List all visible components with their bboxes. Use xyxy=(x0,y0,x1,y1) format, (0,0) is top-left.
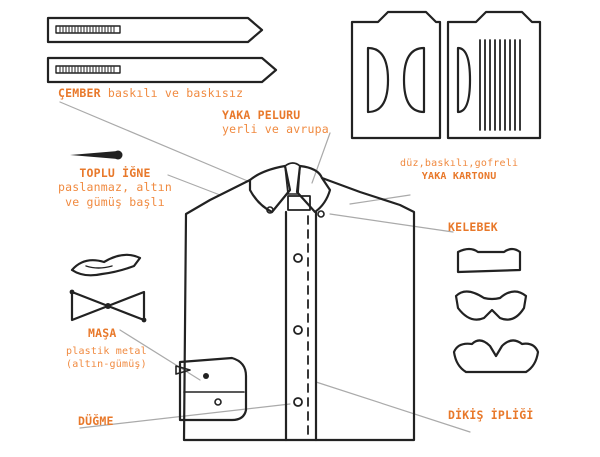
collar-button-right xyxy=(317,210,325,218)
shirt-neckband xyxy=(284,162,301,195)
cuff-button-1 xyxy=(203,373,209,379)
shirt-button-2 xyxy=(293,325,303,335)
toplu-igne-pin xyxy=(70,151,118,159)
pin-head xyxy=(113,150,123,160)
label-yaka-peluru-main: YAKA PELURU xyxy=(222,108,301,122)
label-kelebek: KELEBEK xyxy=(448,220,498,234)
shirt-placket xyxy=(284,210,318,442)
label-cember-main: ÇEMBER xyxy=(58,86,101,100)
label-dikis-ipligi: DİKİŞ İPLİĞİ xyxy=(448,408,533,422)
kelebek-shape-2 xyxy=(454,290,528,321)
label-topluigne-sub2: ve gümüş başlı xyxy=(65,194,165,209)
label-kartonu-main: YAKA KARTONU xyxy=(421,170,497,182)
label-yaka-peluru: YAKA PELURU yerli ve avrupa xyxy=(222,108,329,137)
shirt-collar-left xyxy=(248,164,292,214)
kelebek-shape-1 xyxy=(456,247,522,274)
shirt-button-stand xyxy=(287,195,311,211)
label-cember-sub: baskılı ve baskısız xyxy=(107,86,244,100)
shirt-cuff xyxy=(178,356,248,422)
shirt-collar-right xyxy=(295,164,332,214)
label-yaka-kartonu: düz,baskılı,gofreli YAKA KARTONU xyxy=(400,158,518,183)
label-toplu-igne: TOPLU İĞNE paslanmaz, altın ve gümüş baş… xyxy=(58,166,172,209)
label-dugme: DÜĞME xyxy=(78,414,114,428)
bow-tie xyxy=(69,289,147,323)
label-yaka-peluru-sub: yerli ve avrupa xyxy=(222,122,329,137)
cember-stay-top xyxy=(46,16,264,44)
label-topluigne-sub1: paslanmaz, altın xyxy=(58,180,172,195)
shirt-button-1 xyxy=(293,253,303,263)
label-masa-sub1: plastik metal xyxy=(66,346,147,357)
label-dugme-main: DÜĞME xyxy=(78,414,114,428)
shirt-body xyxy=(182,176,416,442)
yaka-kartonu-right xyxy=(446,10,542,140)
label-kelebek-main: KELEBEK xyxy=(448,220,498,234)
cuff-button-2 xyxy=(214,398,222,406)
label-masa-detail: plastik metal (altın-gümüş) xyxy=(66,346,147,371)
label-masa: MAŞA xyxy=(88,326,117,340)
label-cember: ÇEMBER baskılı ve baskısız xyxy=(58,86,243,100)
label-masa-main: MAŞA xyxy=(88,326,117,340)
label-topluigne-main: TOPLU İĞNE xyxy=(79,166,151,180)
yaka-kartonu-left xyxy=(350,10,442,140)
masa-clip xyxy=(70,253,142,277)
cember-stay-bottom xyxy=(46,56,278,84)
leader-lines xyxy=(59,101,471,433)
kelebek-collars xyxy=(452,247,540,374)
collar-button-left xyxy=(266,206,274,214)
shirt-button-3 xyxy=(293,397,303,407)
label-masa-sub2: (altın-gümüş) xyxy=(66,358,147,370)
shirt xyxy=(178,162,416,442)
kelebek-shape-3 xyxy=(452,339,540,374)
stay-barcode-strip xyxy=(55,25,121,34)
label-dikis-main: DİKİŞ İPLİĞİ xyxy=(448,408,534,422)
label-kartonu-sub: düz,baskılı,gofreli xyxy=(400,158,519,169)
cuff-pointer xyxy=(175,365,191,375)
